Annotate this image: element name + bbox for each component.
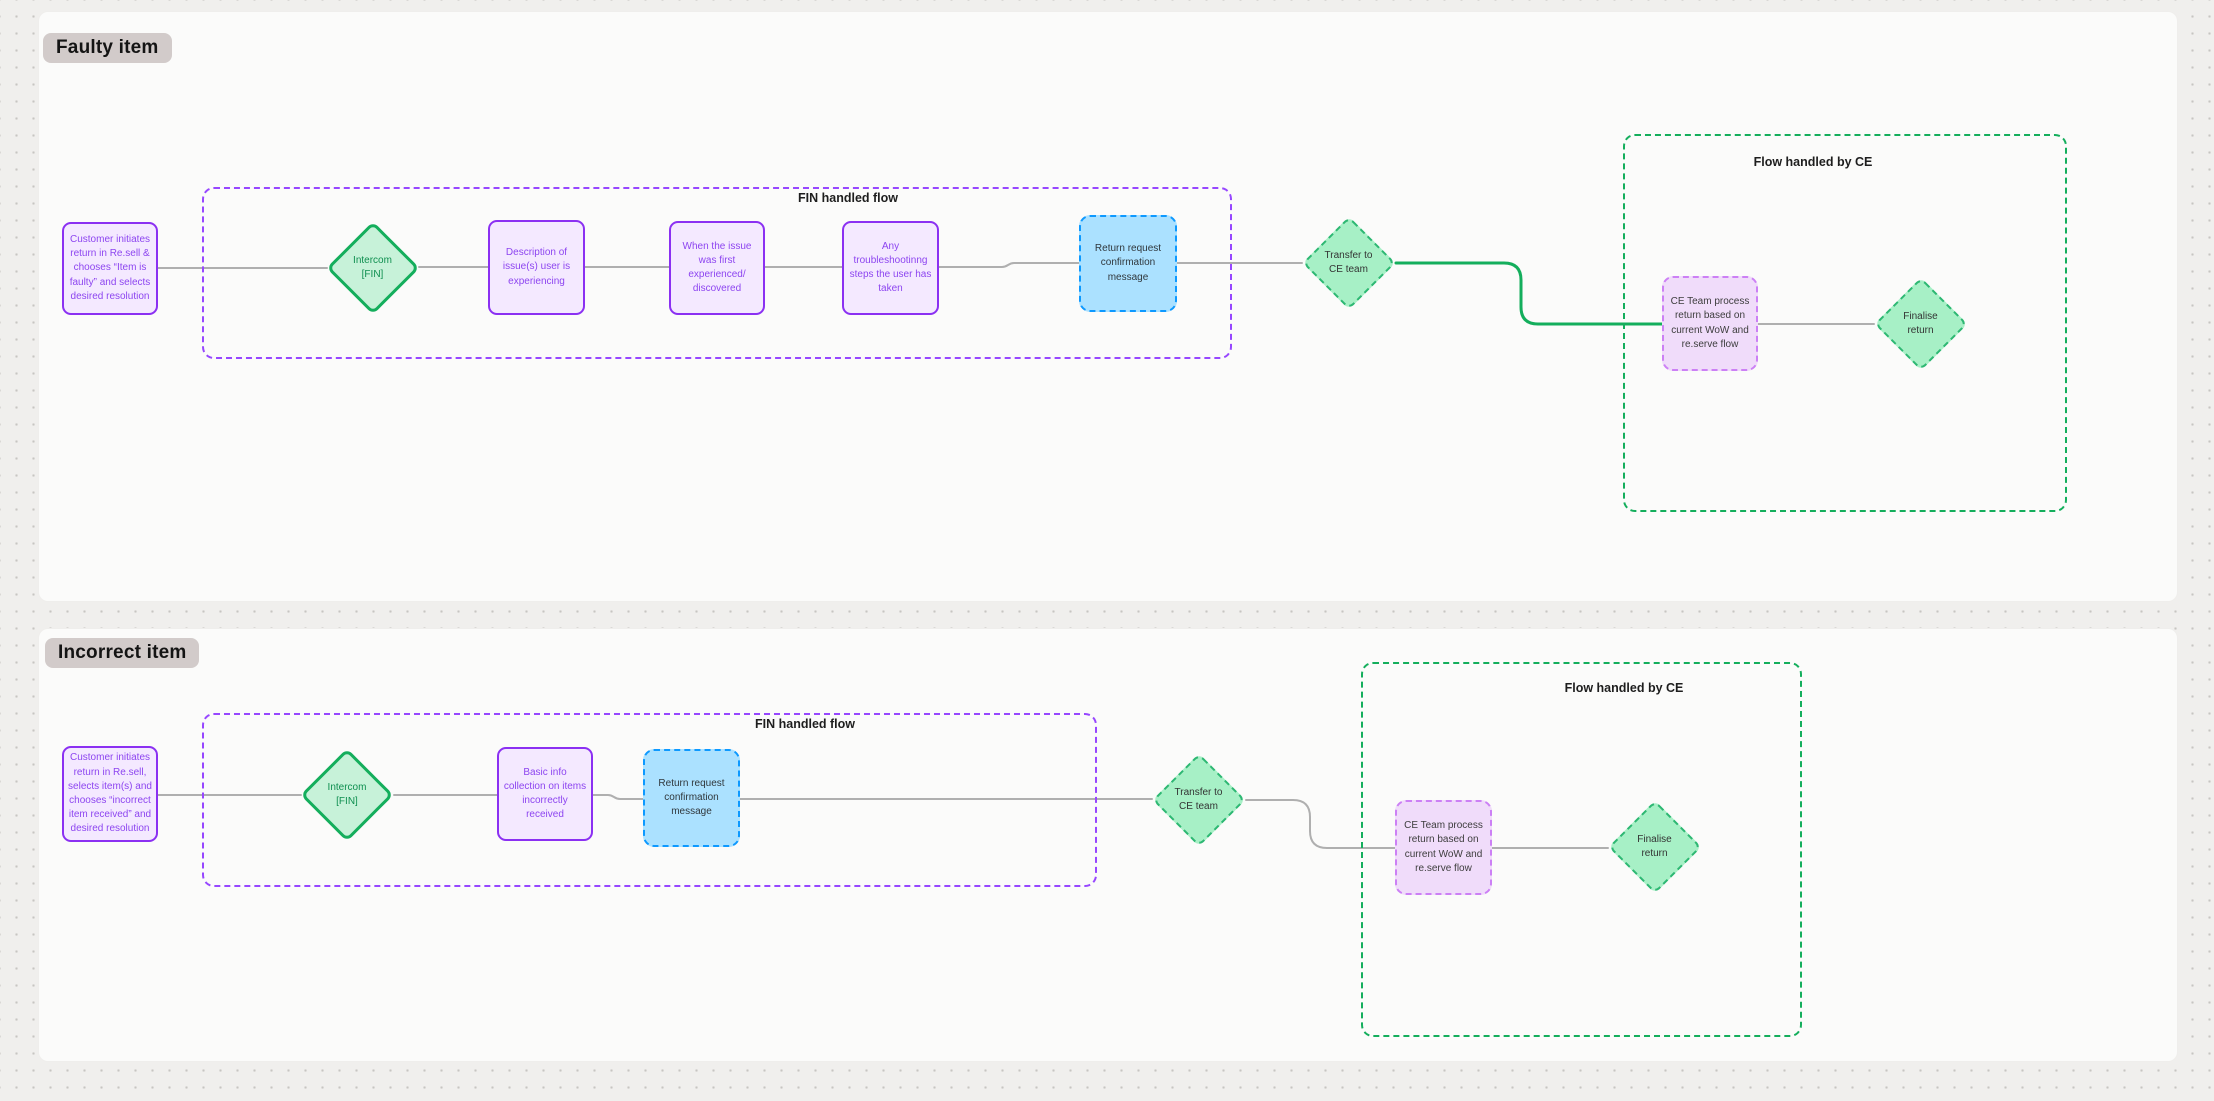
node-ce-team-process-1[interactable]: CE Team process return based on current … [1662,276,1758,371]
section-panel-incorrect [38,628,2178,1062]
section-label-incorrect[interactable]: Incorrect item [45,638,200,668]
node-ce-team-process-2[interactable]: CE Team process return based on current … [1395,800,1492,895]
node-intercom-fin-2[interactable]: Intercom [FIN] [299,747,395,843]
node-description-of-issue[interactable]: Description of issue(s) user is experien… [488,220,585,315]
fin-handled-flow-container-1[interactable] [202,187,1232,359]
node-transfer-to-ce-1[interactable]: Transfer to CE team [1300,214,1397,311]
fin-handled-flow-container-2[interactable] [202,713,1097,887]
node-return-confirmation-1[interactable]: Return request confirmation message [1079,215,1177,312]
node-finalise-return-2[interactable]: Finalise return [1606,798,1703,895]
node-label: Transfer to CE team [1174,787,1223,812]
ce-flow-container-2[interactable] [1361,662,1802,1037]
connector-step1-confirmation-2[interactable] [591,794,646,800]
node-customer-initiates-incorrect[interactable]: Customer initiates return in Re.sell, se… [62,746,158,842]
node-return-confirmation-2[interactable]: Return request confirmation message [643,749,740,847]
node-label: Any troubleshootinng steps the user has … [849,240,932,295]
node-label: Basic info collection on items incorrect… [503,766,587,821]
node-label: Transfer to CE team [1324,249,1373,275]
fin-handled-flow-title-2: FIN handled flow [755,717,855,731]
connector-step3-confirmation-1[interactable] [937,262,1082,268]
node-when-issue-experienced[interactable]: When the issue was first experienced/ di… [669,221,765,315]
connector-transfer-ceprocess-2[interactable] [1245,799,1398,849]
node-label: Description of issue(s) user is experien… [502,247,571,287]
node-troubleshooting-steps[interactable]: Any troubleshootinng steps the user has … [842,221,939,315]
node-label: CE Team process return based on current … [1670,296,1750,350]
node-label: Return request confirmation message [658,777,725,818]
node-label: Intercom [FIN] [327,782,367,807]
node-customer-initiates-faulty[interactable]: Customer initiates return in Re.sell & c… [62,222,158,315]
node-label: When the issue was first experienced/ di… [682,240,752,295]
connector-transfer-ceprocess-1[interactable] [1394,261,1666,326]
node-label: CE Team process return based on current … [1404,820,1483,874]
node-label: Return request confirmation message [1094,243,1162,283]
ce-flow-container-1[interactable] [1623,134,2067,512]
node-label: Finalise return [1903,311,1938,336]
section-label-faulty[interactable]: Faulty item [43,33,172,63]
ce-flow-title-1: Flow handled by CE [1753,155,1873,169]
node-intercom-fin-1[interactable]: Intercom [FIN] [325,220,420,315]
fin-handled-flow-title-1: FIN handled flow [798,191,898,205]
node-finalise-return-1[interactable]: Finalise return [1872,276,1969,372]
node-transfer-to-ce-2[interactable]: Transfer to CE team [1150,752,1247,848]
ce-flow-title-2: Flow handled by CE [1564,681,1684,695]
node-basic-info-collection[interactable]: Basic info collection on items incorrect… [497,747,593,841]
node-label: Customer initiates return in Re.sell & c… [69,234,151,302]
node-label: Finalise return [1637,833,1672,859]
node-label: Intercom [FIN] [353,254,392,280]
node-label: Customer initiates return in Re.sell, se… [68,752,152,835]
